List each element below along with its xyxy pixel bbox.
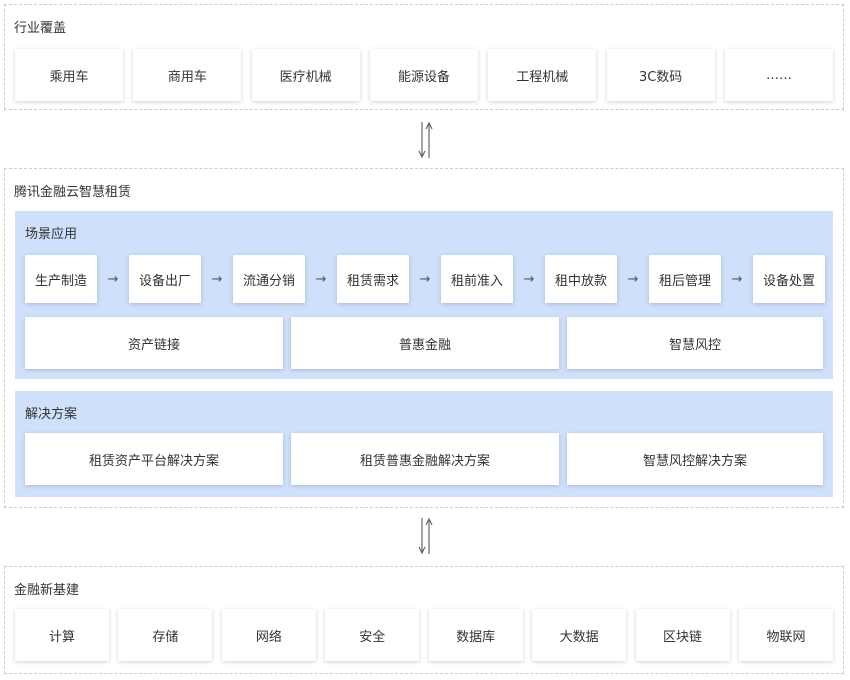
- industry-row: 乘用车 商用车 医疗机械 能源设备 工程机械 3C数码 ……: [15, 49, 833, 101]
- solution-card: 租赁普惠金融解决方案: [291, 433, 559, 485]
- solution-card: 智慧风控解决方案: [567, 433, 823, 485]
- infrastructure-section: 金融新基建 计算 存储 网络 安全 数据库 大数据 区块链 物联网: [4, 566, 844, 674]
- arrow-right-icon: →: [315, 271, 327, 287]
- solutions-row: 租赁资产平台解决方案 租赁普惠金融解决方案 智慧风控解决方案: [25, 433, 823, 485]
- industry-section: 行业覆盖 乘用车 商用车 医疗机械 能源设备 工程机械 3C数码 ……: [4, 4, 844, 110]
- arrow-right-icon: →: [731, 271, 743, 287]
- arrow-right-icon: →: [523, 271, 535, 287]
- connector-arrows-top: [418, 121, 433, 159]
- flow-step: 设备处置: [753, 255, 825, 303]
- up-arrow-icon: [425, 517, 433, 554]
- industry-item: 乘用车: [15, 49, 123, 101]
- arrow-right-icon: →: [211, 271, 223, 287]
- infra-item: 数据库: [428, 609, 523, 661]
- pillar-card: 智慧风控: [567, 317, 823, 369]
- infrastructure-row: 计算 存储 网络 安全 数据库 大数据 区块链 物联网: [15, 609, 833, 661]
- industry-item: ……: [724, 49, 833, 101]
- solution-card: 租赁资产平台解决方案: [25, 433, 283, 485]
- flow-step: 租后管理: [649, 255, 721, 303]
- up-arrow-icon: [425, 121, 433, 158]
- pillar-card: 资产链接: [25, 317, 283, 369]
- infra-item: 安全: [325, 609, 420, 661]
- flow-step: 设备出厂: [129, 255, 201, 303]
- infra-item: 区块链: [635, 609, 730, 661]
- industry-title: 行业覆盖: [14, 21, 67, 36]
- platform-section: 腾讯金融云智慧租赁 场景应用 生产制造 → 设备出厂 → 流通分销 → 租赁需求…: [4, 168, 844, 508]
- scenario-panel: 场景应用 生产制造 → 设备出厂 → 流通分销 → 租赁需求 → 租前准入 → …: [15, 211, 833, 379]
- solutions-panel: 解决方案 租赁资产平台解决方案 租赁普惠金融解决方案 智慧风控解决方案: [15, 391, 833, 497]
- down-arrow-icon: [418, 518, 426, 555]
- flow-step: 流通分销: [233, 255, 305, 303]
- scenario-title: 场景应用: [25, 227, 78, 242]
- infra-item: 存储: [118, 609, 213, 661]
- platform-title: 腾讯金融云智慧租赁: [14, 185, 132, 200]
- industry-item: 商用车: [133, 49, 242, 101]
- pillar-row: 资产链接 普惠金融 智慧风控: [25, 317, 823, 369]
- industry-item: 3C数码: [606, 49, 715, 101]
- connector-arrows-bottom: [418, 517, 433, 555]
- industry-item: 工程机械: [488, 49, 597, 101]
- arrow-right-icon: →: [627, 271, 639, 287]
- flow-step: 租赁需求: [337, 255, 409, 303]
- pillar-card: 普惠金融: [291, 317, 559, 369]
- infrastructure-title: 金融新基建: [14, 583, 80, 598]
- industry-item: 医疗机械: [251, 49, 360, 101]
- scenario-flow: 生产制造 → 设备出厂 → 流通分销 → 租赁需求 → 租前准入 → 租中放款 …: [25, 255, 825, 303]
- arrow-right-icon: →: [107, 271, 119, 287]
- solutions-title: 解决方案: [25, 407, 78, 422]
- flow-step: 生产制造: [25, 255, 97, 303]
- infra-item: 计算: [15, 609, 109, 661]
- arrow-right-icon: →: [419, 271, 431, 287]
- flow-step: 租前准入: [441, 255, 513, 303]
- down-arrow-icon: [418, 122, 426, 159]
- infra-item: 大数据: [532, 609, 627, 661]
- infra-item: 网络: [221, 609, 316, 661]
- industry-item: 能源设备: [369, 49, 478, 101]
- infra-item: 物联网: [738, 609, 833, 661]
- flow-step: 租中放款: [545, 255, 617, 303]
